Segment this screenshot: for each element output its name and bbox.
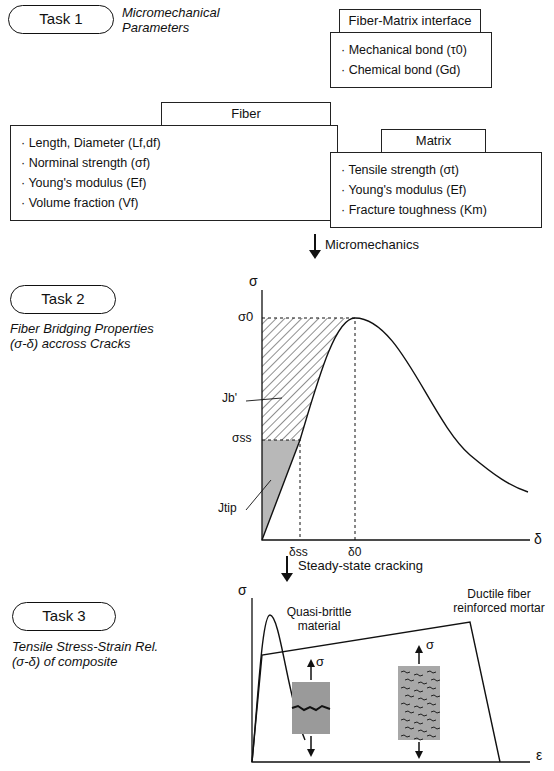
diagram-label: Micromechanical Parameters bbox=[122, 6, 234, 36]
parameter-box: Matrix· Tensile strength (σt)· Young's m… bbox=[330, 152, 542, 228]
task-pill: Task 3 bbox=[12, 602, 116, 631]
parameter-item: · Length, Diameter (Lf,df) bbox=[21, 133, 327, 153]
crack-stroke bbox=[431, 679, 440, 681]
diagram-label: δss bbox=[289, 546, 308, 560]
crack-stroke bbox=[427, 671, 436, 673]
crack-stroke bbox=[414, 690, 423, 692]
parameter-item: · Young's modulus (Ef) bbox=[341, 180, 531, 200]
task-pill: Task 2 bbox=[10, 285, 116, 314]
diagram-label: σ0 bbox=[238, 310, 253, 325]
diagram-label: σ bbox=[249, 273, 258, 289]
crack-stroke bbox=[418, 682, 427, 684]
crack-stroke bbox=[405, 695, 414, 697]
diagram-label: Jtip bbox=[218, 502, 237, 516]
parameter-item: · Tensile strength (σt) bbox=[341, 160, 531, 180]
crack-stroke bbox=[414, 674, 423, 676]
crack-stroke bbox=[405, 711, 414, 713]
parameter-box: Fiber· Length, Diameter (Lf,df)· Normina… bbox=[10, 125, 338, 221]
flow-arrow bbox=[309, 234, 321, 259]
box-heading: Matrix bbox=[381, 129, 486, 153]
diagram-label: σ bbox=[316, 655, 324, 670]
diagram-label: Tensile Stress-Strain Rel. (σ-δ) of comp… bbox=[12, 640, 172, 670]
crack-stroke bbox=[401, 735, 410, 737]
diagram-label: Fiber Bridging Properties (σ-δ) accross … bbox=[10, 322, 160, 352]
crack-stroke bbox=[401, 703, 410, 705]
diagram-label: σ bbox=[238, 582, 247, 598]
box-heading: Fiber bbox=[161, 102, 331, 126]
parameter-item: · Young's modulus (Ef) bbox=[21, 173, 327, 193]
box-heading: Fiber-Matrix interface bbox=[339, 9, 481, 33]
crack-stroke bbox=[401, 719, 410, 721]
diagram-label: Quasi-brittle material bbox=[282, 606, 356, 634]
crack-stroke bbox=[427, 703, 436, 705]
crack-stroke bbox=[431, 727, 440, 729]
flow-arrow bbox=[281, 556, 293, 582]
crack-stroke bbox=[401, 687, 410, 689]
diagram-label: ε bbox=[536, 747, 542, 763]
crack-stroke bbox=[431, 695, 440, 697]
bridging-graph bbox=[246, 290, 530, 540]
diagram-label: Micromechanics bbox=[325, 238, 419, 253]
stress-strain-graph bbox=[252, 598, 530, 762]
diagram-label: σ bbox=[426, 638, 434, 653]
parameter-item: · Norminal strength (σf) bbox=[21, 153, 327, 173]
crack-stroke bbox=[431, 711, 440, 713]
parameter-item: · Fracture toughness (Km) bbox=[341, 200, 531, 220]
diagram-label: σss bbox=[232, 432, 251, 446]
parameter-box: Fiber-Matrix interface· Mechanical bond … bbox=[330, 32, 492, 88]
crack-stroke bbox=[414, 706, 423, 708]
task-pill: Task 1 bbox=[8, 5, 114, 34]
crack-stroke bbox=[414, 722, 423, 724]
task-title: Task 3 bbox=[13, 603, 115, 628]
diagram-label: Ductile fiber reinforced mortar bbox=[448, 588, 550, 616]
crack-stroke bbox=[427, 719, 436, 721]
crack-stroke bbox=[427, 687, 436, 689]
diagram-label: δ0 bbox=[348, 546, 361, 560]
task-title: Task 1 bbox=[9, 6, 113, 31]
crack-stroke bbox=[418, 730, 427, 732]
crack-stroke bbox=[414, 738, 423, 740]
crack-stroke bbox=[418, 714, 427, 716]
crack-stroke bbox=[427, 735, 436, 737]
parameter-item: · Mechanical bond (τ0) bbox=[341, 40, 481, 60]
task-title: Task 2 bbox=[11, 286, 115, 311]
parameter-item: · Chemical bond (Gd) bbox=[341, 60, 481, 80]
crack-stroke bbox=[405, 727, 414, 729]
crack-stroke bbox=[405, 679, 414, 681]
parameter-item: · Volume fraction (Vf) bbox=[21, 193, 327, 213]
crack-stroke bbox=[401, 671, 410, 673]
diagram-label: Jb' bbox=[222, 392, 237, 406]
diagram-label: Steady-state cracking bbox=[298, 559, 423, 574]
diagram-label: δ bbox=[534, 531, 542, 547]
crack-stroke bbox=[418, 698, 427, 700]
